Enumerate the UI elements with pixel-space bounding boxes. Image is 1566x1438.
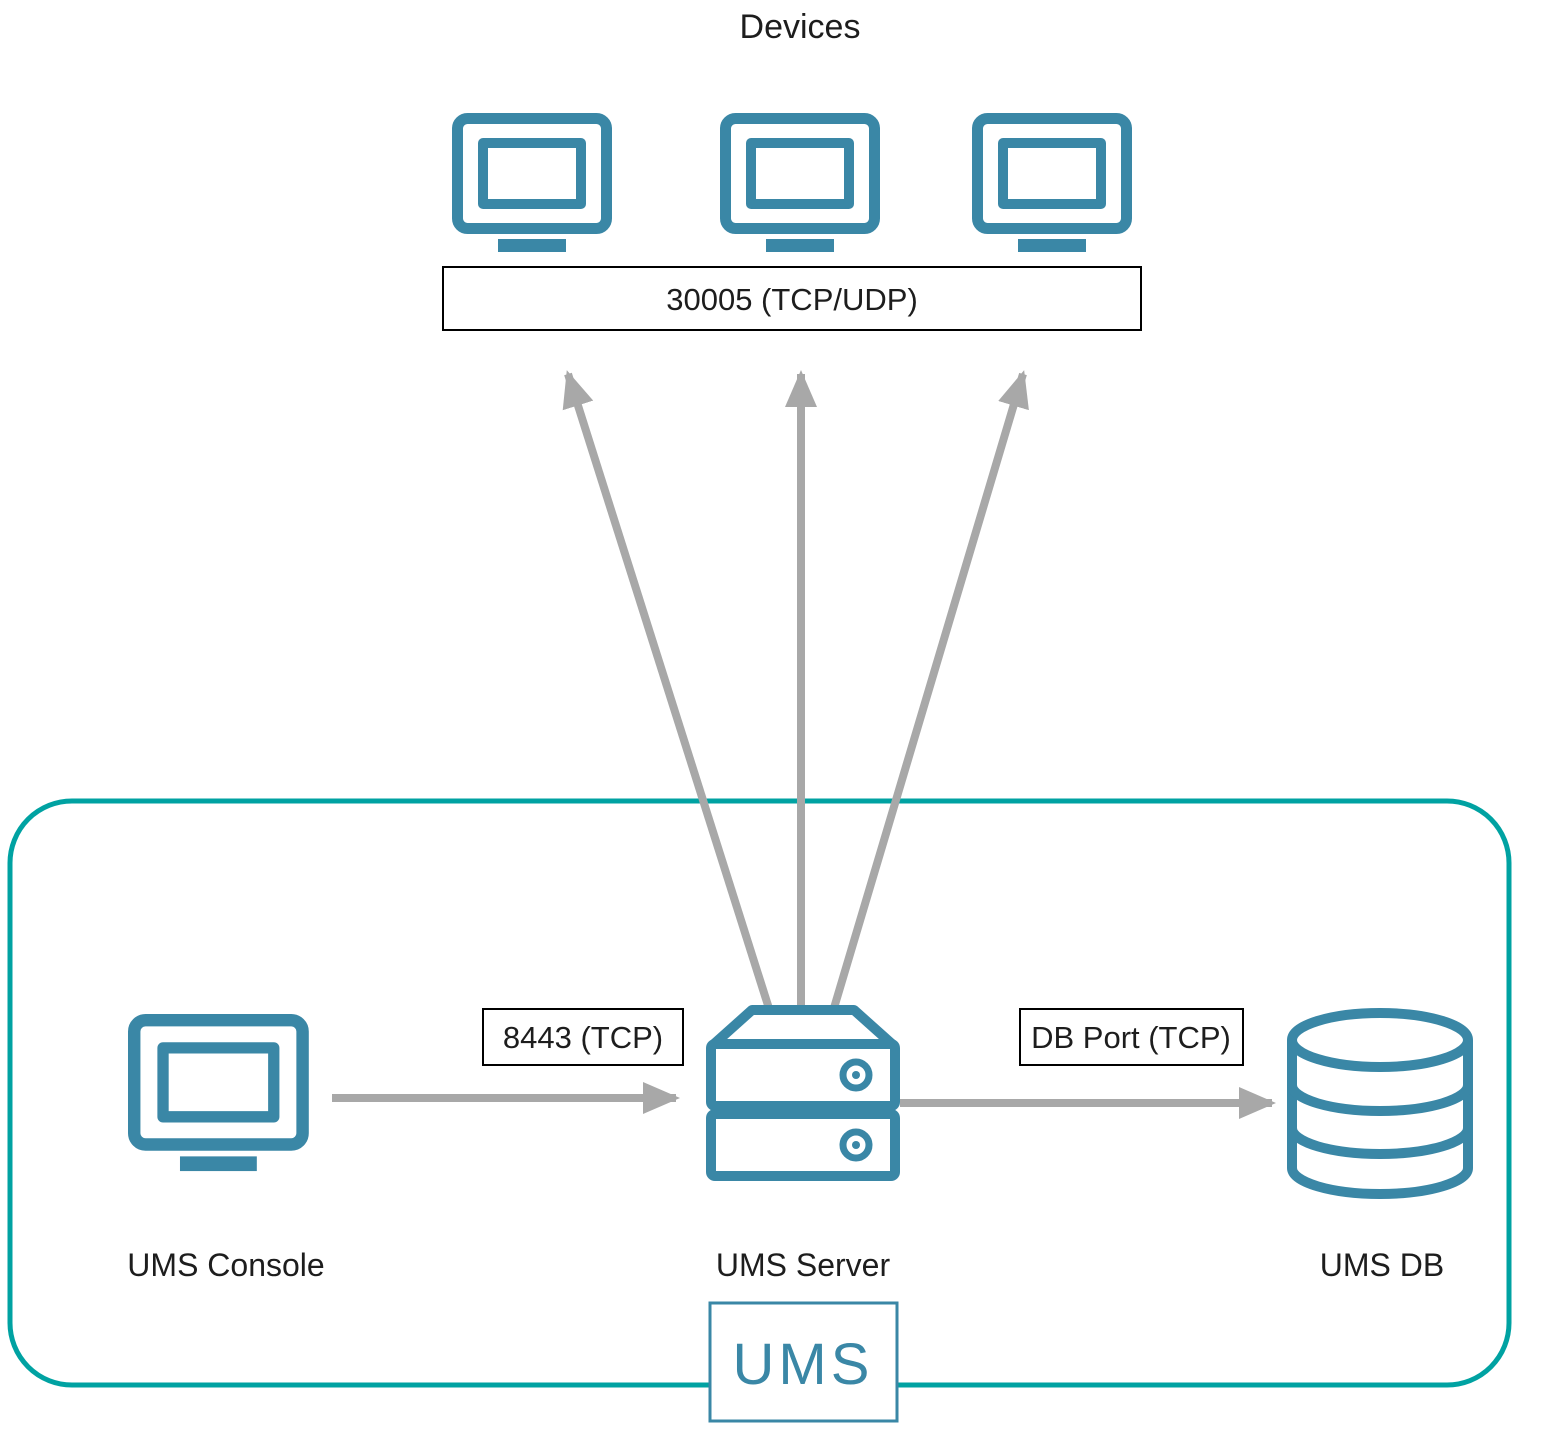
console-port-label: 8443 (TCP)	[503, 1020, 663, 1055]
devices-port-box-frame	[442, 266, 1142, 331]
server-led-bottom-dot	[852, 1141, 860, 1149]
monitor-frame	[972, 113, 1132, 234]
server-drawer-bottom	[706, 1109, 900, 1181]
monitor-frame	[128, 1014, 309, 1151]
server-to-device-arrow-right	[827, 370, 1029, 1020]
monitor-stand	[1018, 239, 1086, 252]
ums-logo-frame	[708, 1301, 899, 1423]
db-cylinder-top	[1287, 1008, 1473, 1072]
db-port-box: DB Port (TCP)	[1019, 1008, 1244, 1066]
ums-logo-text: UMS	[733, 1332, 874, 1397]
monitor-frame	[452, 113, 612, 234]
db-cylinder-ring-2	[1287, 1127, 1473, 1159]
devices-port-box: 30005 (TCP/UDP)	[442, 266, 1142, 331]
ums-db-icon	[1287, 1008, 1473, 1199]
ums-logo-box: UMS	[708, 1301, 899, 1423]
monitor-screen	[746, 138, 854, 209]
console-port-box-frame	[482, 1008, 684, 1066]
ums-server-label: UMS Server	[716, 1247, 891, 1283]
monitor-stand	[766, 239, 834, 252]
monitor-screen	[998, 138, 1106, 209]
monitor-frame	[720, 113, 880, 234]
server-to-device-arrow-left	[562, 370, 776, 1020]
ums-console-label: UMS Console	[127, 1247, 324, 1283]
ums-db-label: UMS DB	[1320, 1247, 1444, 1283]
monitor-screen	[157, 1042, 280, 1123]
ums-console-icon	[128, 1014, 309, 1172]
server-drawer-top	[706, 1039, 900, 1111]
monitor-stand	[179, 1156, 257, 1172]
db-port-box-frame	[1019, 1008, 1244, 1066]
devices-port-label: 30005 (TCP/UDP)	[666, 282, 918, 317]
monitor-screen	[478, 138, 586, 209]
devices-title: Devices	[740, 8, 861, 46]
db-port-label: DB Port (TCP)	[1031, 1020, 1231, 1055]
server-top-face	[709, 1005, 897, 1049]
server-to-devices-arrows	[562, 370, 1029, 1020]
console-port-box: 8443 (TCP)	[482, 1008, 684, 1066]
device-monitor-icon-1	[452, 113, 612, 252]
ums-server-icon	[706, 1005, 900, 1181]
device-monitor-icon-3	[972, 113, 1132, 252]
db-cylinder-ring-1	[1287, 1084, 1473, 1116]
device-monitor-icon-2	[720, 113, 880, 252]
monitor-stand	[498, 239, 566, 252]
server-led-top-dot	[852, 1071, 860, 1079]
